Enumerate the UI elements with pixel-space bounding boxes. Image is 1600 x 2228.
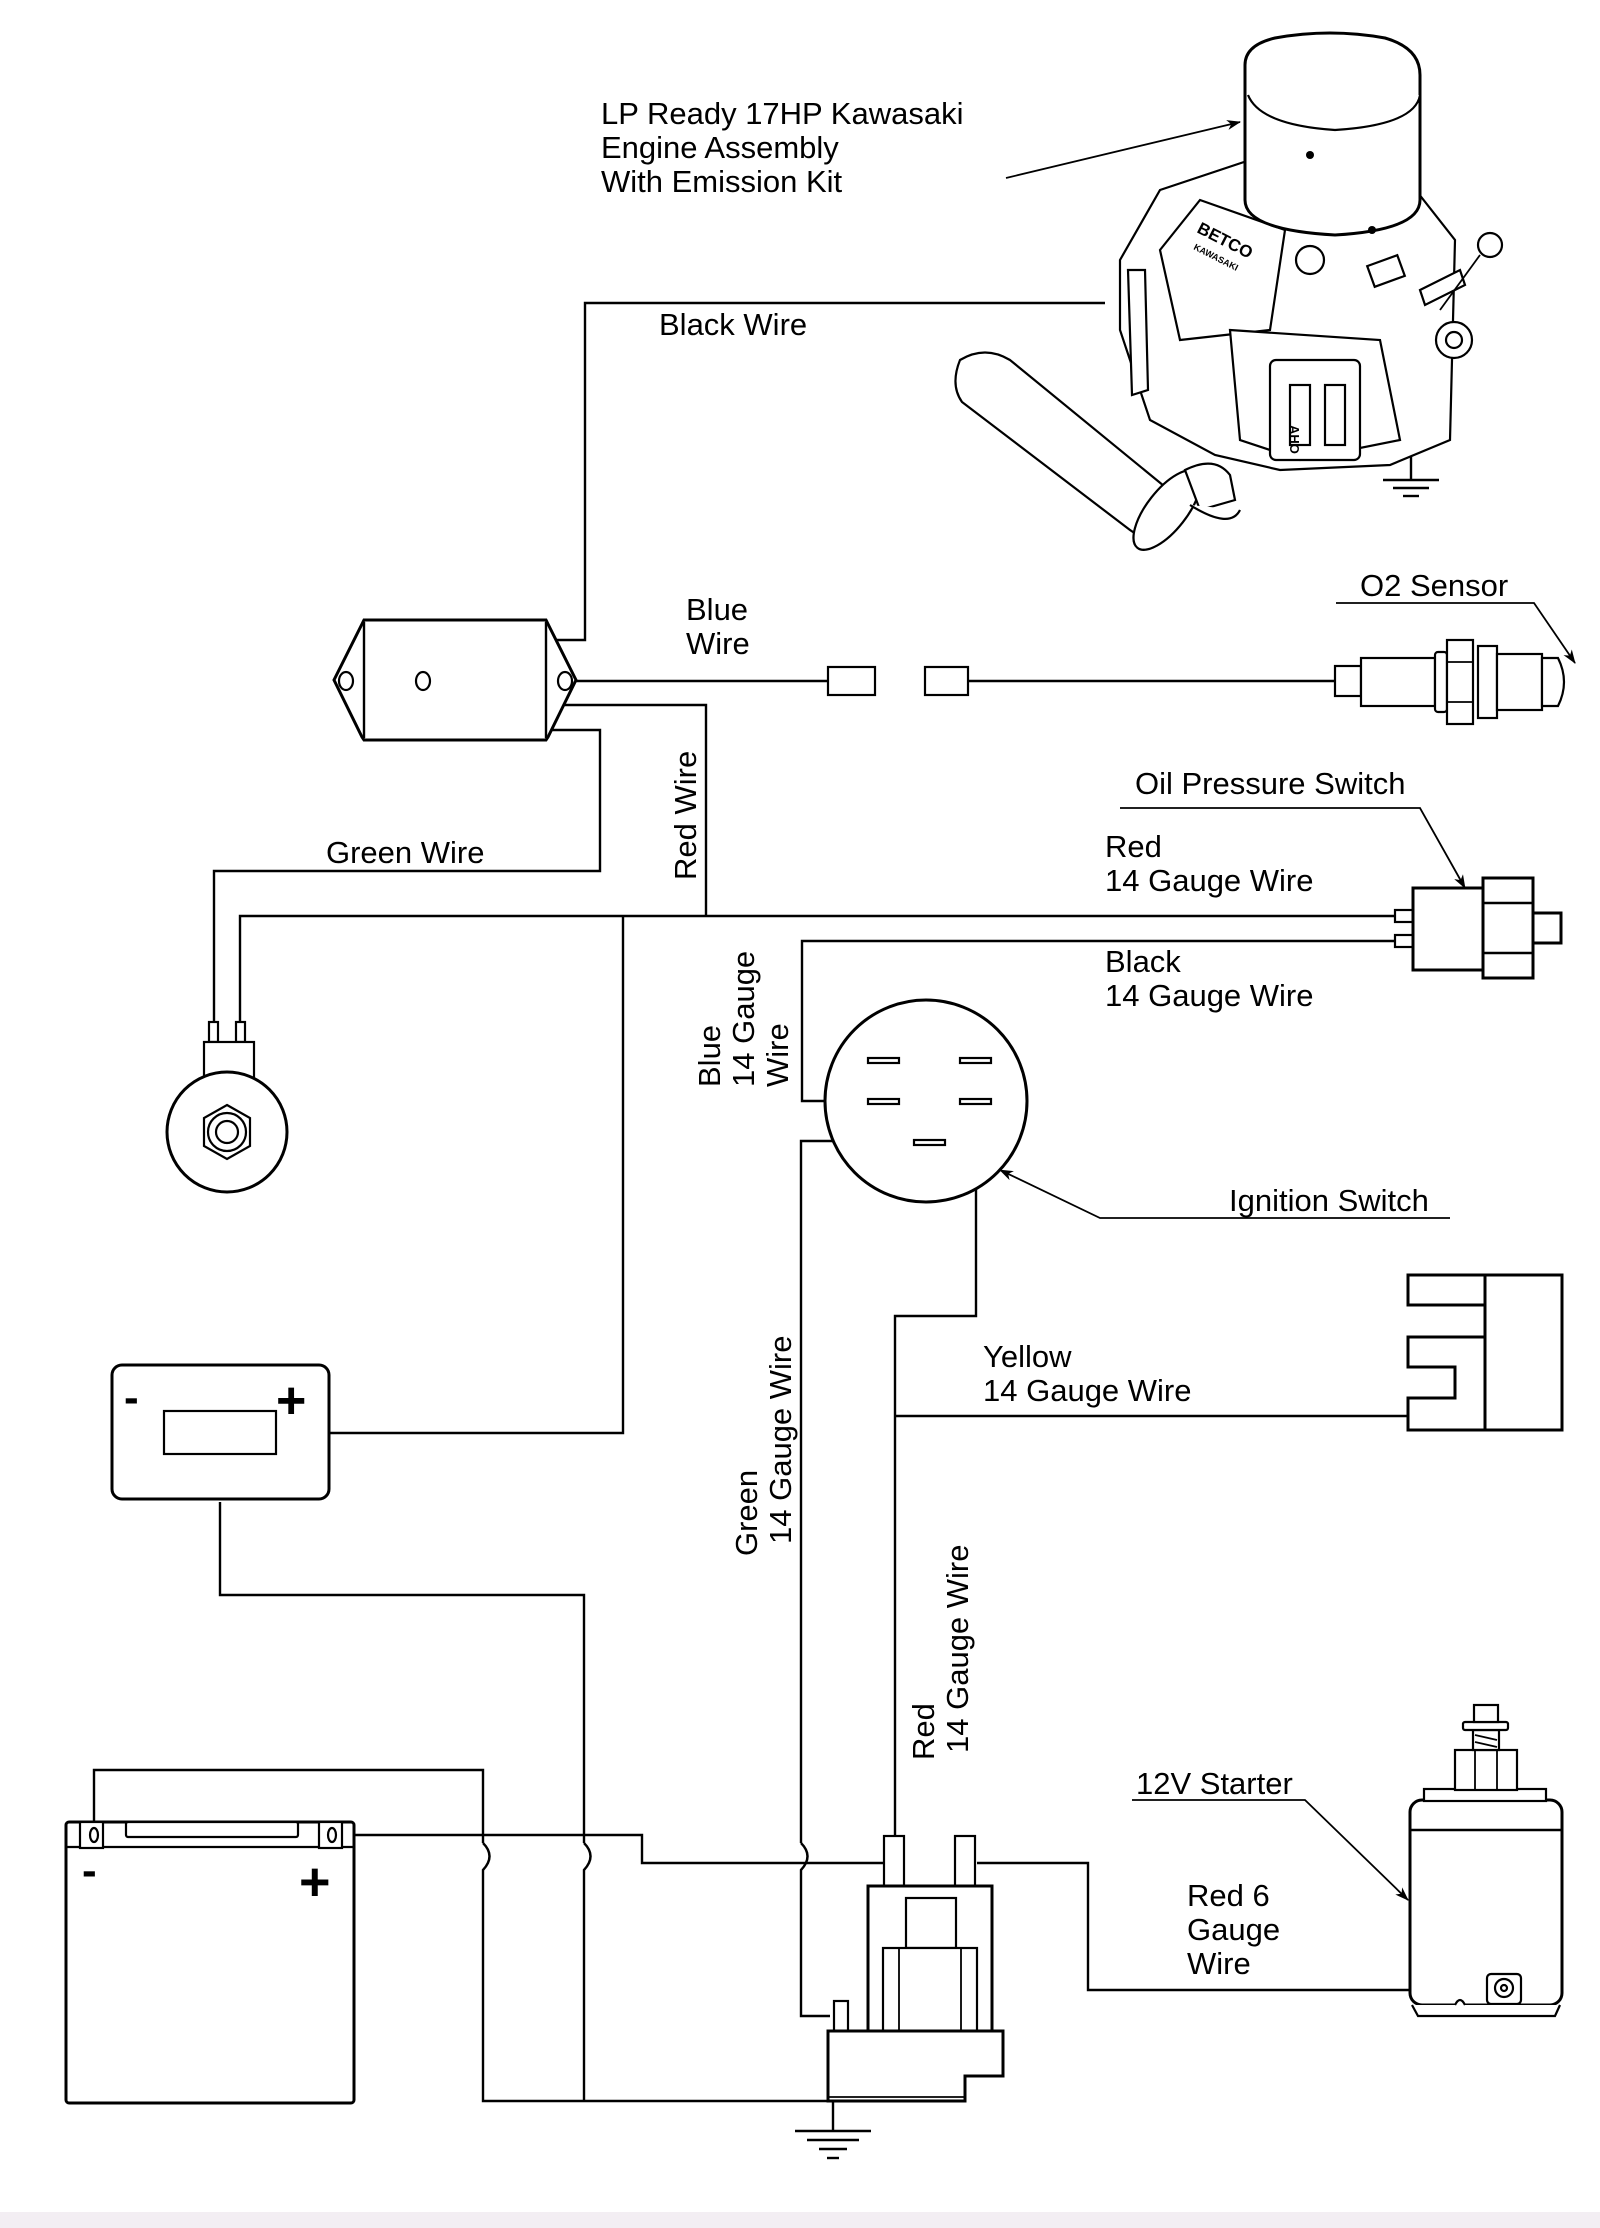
red-14-gauge-wire bbox=[893, 1101, 978, 1836]
svg-text:Gauge: Gauge bbox=[1187, 1912, 1280, 1947]
ignition-switch-label: Ignition Switch bbox=[999, 1169, 1450, 1219]
green-14-gauge-wire-label: Green 14 Gauge Wire bbox=[729, 1336, 798, 1557]
ops-red-wire-label: 14 Gauge Wire bbox=[1105, 863, 1314, 898]
svg-text:Red 6: Red 6 bbox=[1187, 1878, 1270, 1913]
svg-text:14 Gauge Wire: 14 Gauge Wire bbox=[763, 1336, 798, 1545]
red-wire bbox=[560, 703, 708, 916]
svg-text:With Emission Kit: With Emission Kit bbox=[601, 164, 843, 199]
svg-text:Engine Assembly: Engine Assembly bbox=[601, 130, 839, 165]
regulator-module[interactable] bbox=[332, 618, 578, 742]
engine-assembly[interactable]: BETCO KAWASAKI AHO bbox=[954, 31, 1504, 560]
black-wire-label: Black Wire bbox=[659, 307, 807, 342]
mounting-hole bbox=[556, 670, 574, 692]
ops-black-wire-label: Black bbox=[1105, 944, 1181, 979]
svg-text:Ignition Switch: Ignition Switch bbox=[1229, 1183, 1429, 1218]
minus-icon: - bbox=[124, 1373, 139, 1422]
hour-meter-feed-wire bbox=[330, 916, 625, 1435]
plus-icon: + bbox=[299, 1852, 331, 1912]
plus-icon: + bbox=[276, 1372, 306, 1430]
battery[interactable]: - + bbox=[64, 1820, 356, 2105]
green-wire-label: Green Wire bbox=[326, 835, 484, 870]
yellow-14-gauge-wire-label: Yellow 14 Gauge Wire bbox=[983, 1339, 1192, 1408]
terminal bbox=[866, 1056, 901, 1065]
terminal bbox=[958, 1097, 993, 1106]
svg-text:14 Gauge Wire: 14 Gauge Wire bbox=[940, 1545, 975, 1754]
svg-text:12V Starter: 12V Starter bbox=[1136, 1766, 1293, 1801]
svg-text:14 Gauge: 14 Gauge bbox=[726, 951, 761, 1087]
o2-sensor[interactable] bbox=[1333, 638, 1566, 726]
ignition-switch[interactable] bbox=[823, 998, 1029, 1204]
inline-connector[interactable] bbox=[826, 665, 970, 697]
engine-leader-line bbox=[1005, 120, 1241, 179]
svg-text:Yellow: Yellow bbox=[983, 1339, 1072, 1374]
battery-negative-hop bbox=[481, 1842, 874, 2103]
air-cleaner bbox=[1243, 31, 1422, 237]
starter-solenoid[interactable] bbox=[826, 1834, 1005, 2103]
blue-wire-label: Wire bbox=[686, 626, 750, 661]
terminal bbox=[912, 1138, 947, 1147]
svg-text:Red: Red bbox=[906, 1703, 941, 1760]
mounting-hole bbox=[337, 670, 355, 692]
svg-text:Wire: Wire bbox=[760, 1023, 795, 1087]
svg-text:LP Ready 17HP Kawasaki: LP Ready 17HP Kawasaki bbox=[601, 96, 963, 131]
ops-black-wire-label: 14 Gauge Wire bbox=[1105, 978, 1314, 1013]
page-footer-strip bbox=[0, 2212, 1600, 2228]
green-wire bbox=[212, 728, 602, 1022]
hour-meter[interactable]: - + bbox=[110, 1363, 331, 1501]
mounting-hole bbox=[414, 670, 432, 692]
svg-text:Wire: Wire bbox=[1187, 1946, 1251, 1981]
carb-text: AHO bbox=[1287, 425, 1302, 454]
red-wire-label: Red Wire bbox=[668, 751, 703, 880]
red-14-gauge-wire-label: Red 14 Gauge Wire bbox=[906, 1545, 975, 1761]
red-6-gauge-wire bbox=[977, 1861, 1510, 1992]
svg-text:O2 Sensor: O2 Sensor bbox=[1360, 568, 1508, 603]
oil-pressure-switch-label: Oil Pressure Switch bbox=[1120, 766, 1466, 889]
hour-meter-ground-wire bbox=[218, 1502, 586, 1843]
minus-icon: - bbox=[82, 1846, 97, 1895]
ops-red-wire-label: Red bbox=[1105, 829, 1162, 864]
svg-text:Oil Pressure Switch: Oil Pressure Switch bbox=[1135, 766, 1405, 801]
red-14-gauge-wire-ops bbox=[238, 914, 1395, 1022]
terminal bbox=[866, 1097, 901, 1106]
green-14-gauge-wire-hop bbox=[799, 1842, 830, 2018]
blue-wire-label: Blue bbox=[686, 592, 748, 627]
engine-label: LP Ready 17HP Kawasaki Engine Assembly W… bbox=[601, 96, 1241, 199]
ground-icon bbox=[1383, 478, 1439, 498]
terminal bbox=[958, 1056, 993, 1065]
o2-sensor-label: O2 Sensor bbox=[1336, 568, 1576, 664]
svg-text:Green: Green bbox=[729, 1470, 764, 1556]
oil-pressure-switch[interactable] bbox=[1393, 876, 1563, 980]
wires bbox=[92, 301, 1510, 2131]
svg-text:14 Gauge Wire: 14 Gauge Wire bbox=[983, 1373, 1192, 1408]
black-wire bbox=[548, 301, 1105, 642]
starter-motor[interactable] bbox=[1408, 1703, 1564, 2018]
fuel-solenoid[interactable] bbox=[165, 1020, 289, 1194]
ground-icon bbox=[795, 2129, 871, 2160]
starter-label: 12V Starter bbox=[1132, 1766, 1409, 1901]
muffler bbox=[954, 351, 1241, 551]
red-6-gauge-wire-label: Red 6 Gauge Wire bbox=[1187, 1878, 1280, 1981]
battery-positive-wire bbox=[343, 1833, 895, 1865]
hour-meter-ground-hop bbox=[582, 1842, 592, 2101]
battery-negative-wire bbox=[92, 1768, 485, 1843]
rectifier[interactable] bbox=[1406, 1273, 1564, 1432]
svg-text:Blue: Blue bbox=[692, 1025, 727, 1087]
blue-14-gauge-wire-label: Blue 14 Gauge Wire bbox=[692, 951, 795, 1087]
